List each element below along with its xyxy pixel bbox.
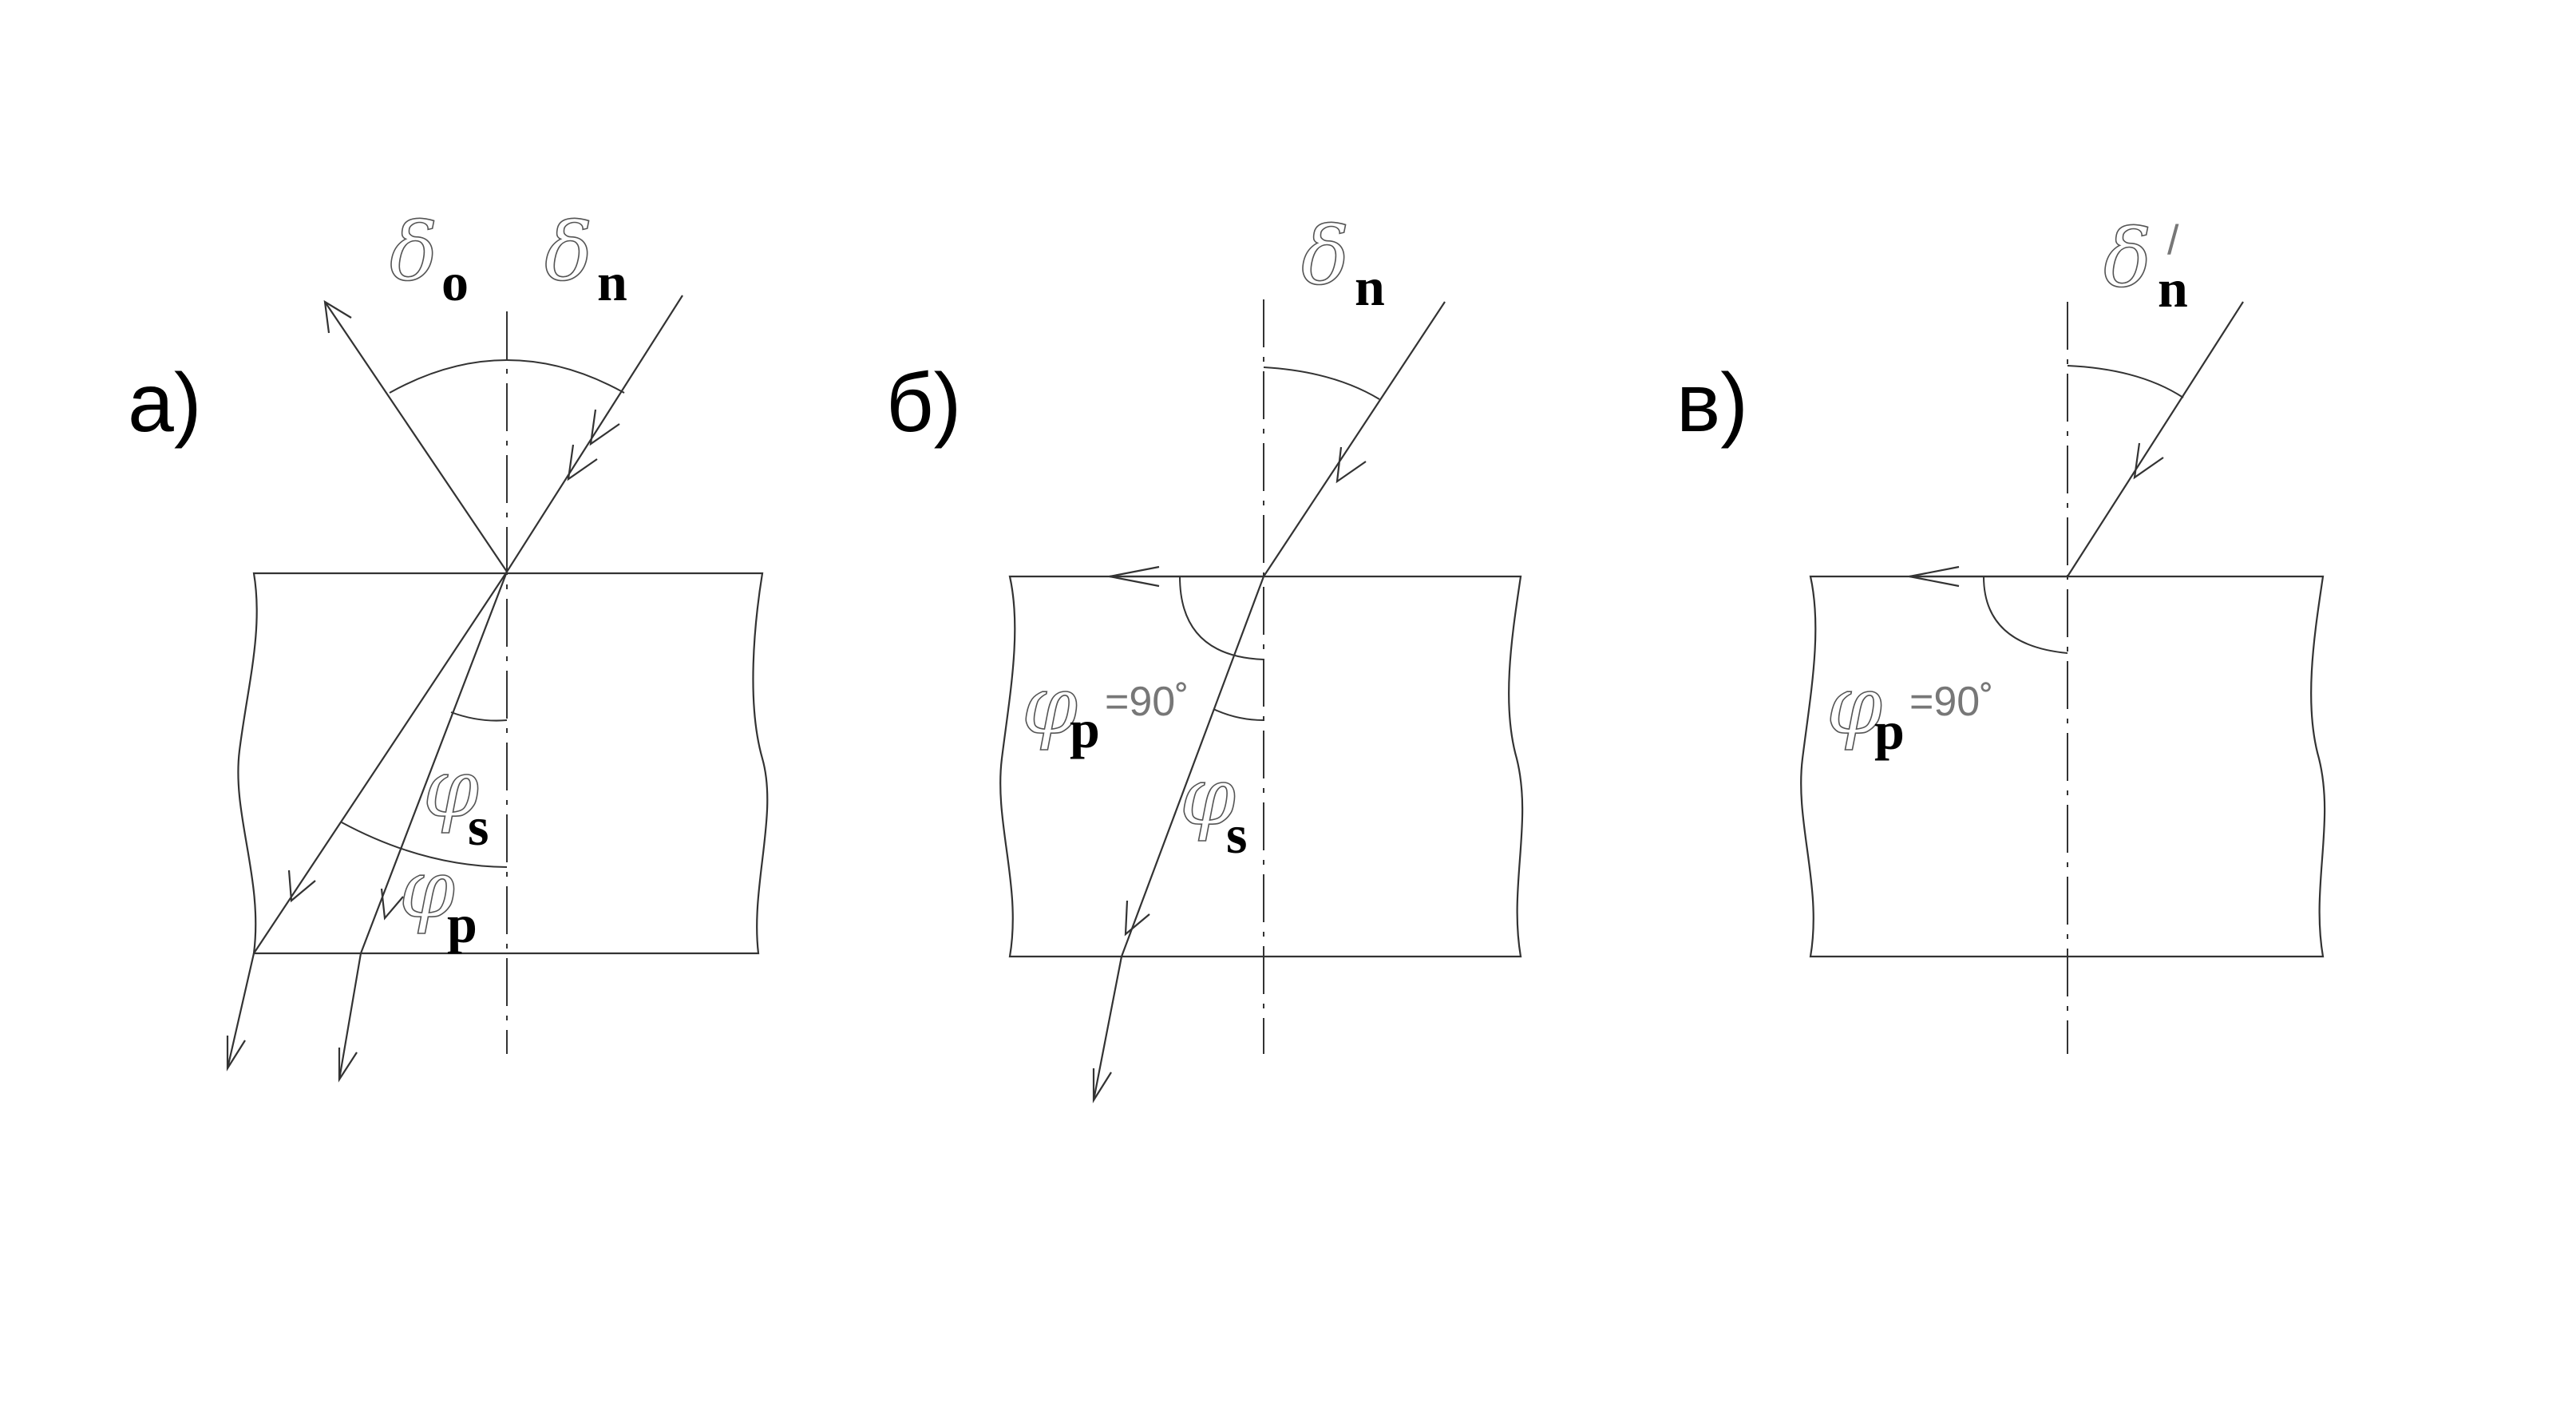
panel-c-phi-p-value: =90˚ bbox=[1909, 679, 1994, 725]
panel-b-phi-p-value: =90˚ bbox=[1105, 679, 1189, 725]
panel-b-surface-arrow bbox=[1109, 565, 1160, 588]
panel-b-phi-s-sub: s bbox=[1226, 804, 1247, 865]
panel-a-phi-s-symbol: φ bbox=[423, 742, 479, 835]
panel-b-incident-arrow bbox=[1335, 446, 1367, 484]
panel-a-delta-o-symbol: δ bbox=[390, 205, 437, 299]
panel-b-delta-n-sub: n bbox=[1355, 256, 1385, 317]
panel-c-surface-arrow bbox=[1909, 565, 1960, 588]
panel-a-refracted-ray-s bbox=[253, 571, 508, 954]
panel-b-phi-s-symbol: φ bbox=[1180, 750, 1236, 843]
panel-a: а) δ o δ n φ s φ p bbox=[128, 204, 769, 1083]
panel-b-workpiece bbox=[999, 575, 1524, 958]
panel-c: в) δ n / φ p =90˚ bbox=[1676, 211, 2326, 1054]
panel-a-label: а) bbox=[128, 357, 201, 450]
panel-a-phi-p-arc bbox=[341, 822, 508, 868]
panel-a-delta-n-sub: n bbox=[597, 252, 627, 312]
panel-a-delta-n-symbol: δ bbox=[544, 205, 592, 299]
panel-a-workpiece bbox=[237, 572, 769, 955]
panel-a-incident-arrow-2 bbox=[589, 409, 620, 446]
panel-b-phi-s-arc bbox=[1213, 708, 1264, 721]
panel-b-refracted-ray-exit bbox=[1092, 956, 1123, 1101]
panel-a-reflected-arrow bbox=[323, 299, 352, 334]
panel-b-phi-p-arc bbox=[1179, 576, 1264, 660]
panel-c-top-angle-arc bbox=[2067, 365, 2184, 398]
panel-a-reflected-ray bbox=[324, 301, 508, 572]
panel-c-label: в) bbox=[1676, 357, 1748, 450]
panel-c-incident-arrow bbox=[2133, 442, 2164, 480]
panel-c-phi-p-sub: p bbox=[1874, 700, 1905, 761]
panel-b-phi-p-symbol: φ bbox=[1022, 659, 1078, 752]
panel-b-incident-ray bbox=[1263, 301, 1446, 577]
panel-a-refracted-ray-p-exit bbox=[338, 953, 362, 1080]
panel-a-inner-arrow-s bbox=[287, 869, 316, 903]
panel-c-workpiece bbox=[1800, 575, 2326, 958]
panel-a-inner-arrow-p bbox=[380, 888, 404, 921]
panel-b: б) δ n φ p =90˚ φ s bbox=[886, 208, 1524, 1103]
panel-a-phi-s-arc bbox=[450, 711, 508, 722]
panel-a-phi-p-symbol: φ bbox=[399, 842, 455, 936]
panel-c-phi-p-symbol: φ bbox=[1826, 659, 1882, 752]
panel-b-inner-arrow bbox=[1124, 900, 1150, 937]
panel-a-phi-s-sub: s bbox=[468, 796, 489, 857]
panel-a-incident-ray bbox=[506, 295, 683, 572]
panel-a-exit-arrow-s bbox=[226, 1036, 246, 1071]
panel-a-refracted-ray-s-exit bbox=[226, 953, 255, 1069]
panel-a-top-angle-arc bbox=[389, 359, 625, 394]
panel-a-incident-arrow bbox=[567, 444, 598, 481]
panel-b-refracted-ray bbox=[1120, 576, 1265, 957]
panel-c-incident-ray bbox=[2067, 301, 2244, 577]
panel-a-phi-p-sub: p bbox=[447, 893, 477, 954]
panel-a-refracted-ray-p bbox=[359, 571, 508, 954]
panel-b-label: б) bbox=[886, 357, 961, 450]
panel-c-phi-p-arc bbox=[1983, 576, 2068, 654]
panel-a-delta-o-sub: o bbox=[441, 252, 469, 312]
panel-a-exit-arrow-p bbox=[338, 1048, 358, 1083]
panel-b-phi-p-sub: p bbox=[1070, 699, 1100, 759]
panel-c-delta-n-symbol: δ bbox=[2103, 212, 2151, 305]
panel-b-exit-arrow bbox=[1092, 1068, 1112, 1103]
panel-c-delta-n-sub: n bbox=[2158, 258, 2188, 319]
panel-c-delta-n-prime: / bbox=[2167, 217, 2179, 263]
panel-b-top-angle-arc bbox=[1263, 366, 1380, 400]
panel-b-delta-n-symbol: δ bbox=[1301, 209, 1349, 303]
